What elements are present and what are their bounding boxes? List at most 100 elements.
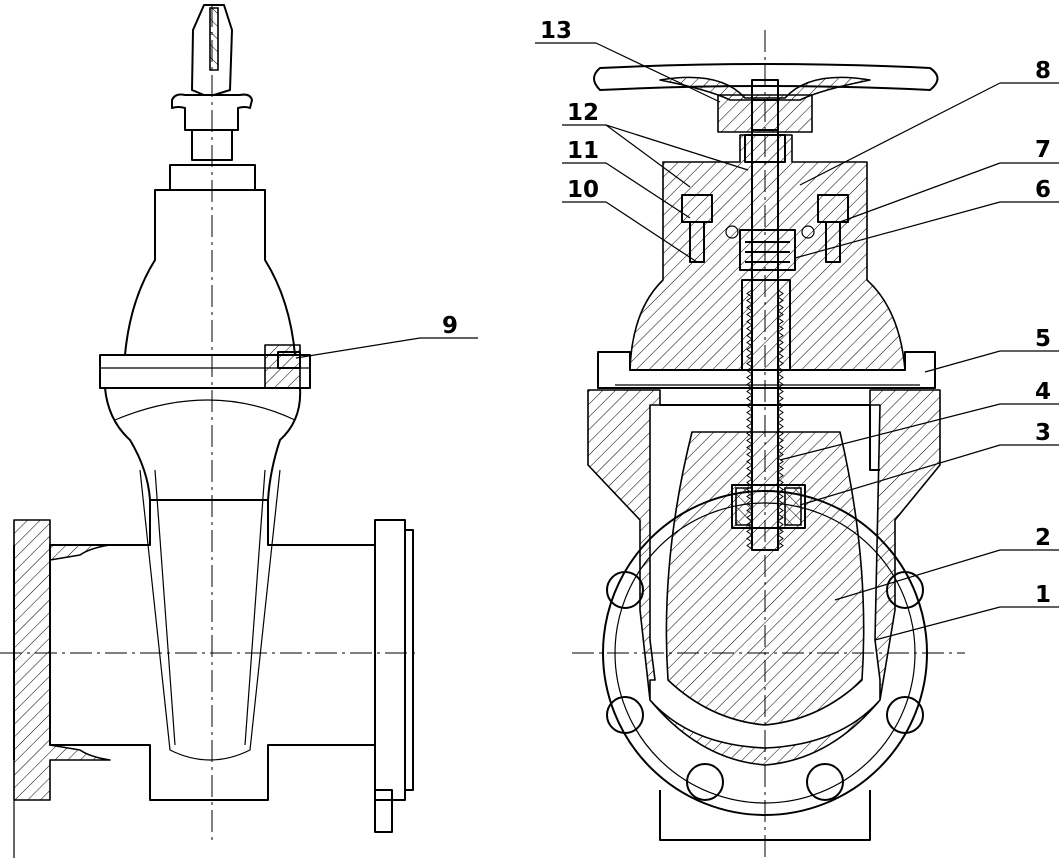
stem-thread	[746, 338, 753, 347]
stem-thread	[777, 331, 784, 340]
stem-thread	[777, 534, 784, 543]
stem-thread	[746, 324, 753, 333]
stem-thread	[777, 485, 784, 494]
stem-thread	[777, 317, 784, 326]
stem-thread	[777, 499, 784, 508]
stem-thread	[746, 394, 753, 403]
stem-thread	[777, 450, 784, 459]
callout-3: 3	[1035, 420, 1051, 446]
stem-thread	[746, 345, 753, 354]
callout-6: 6	[1035, 177, 1051, 203]
stem-thread	[777, 408, 784, 417]
stem-thread	[777, 443, 784, 452]
stem-thread	[746, 317, 753, 326]
stem-thread	[777, 429, 784, 438]
stem-thread	[746, 401, 753, 410]
stem-thread	[746, 541, 753, 550]
stem-thread	[746, 464, 753, 473]
stem-thread	[746, 387, 753, 396]
callout-12: 12	[567, 100, 599, 126]
callout-1: 1	[1035, 582, 1051, 608]
bolt-hole	[606, 571, 644, 609]
stem-thread	[777, 478, 784, 487]
stem-thread	[777, 359, 784, 368]
stem-thread	[746, 499, 753, 508]
stem-thread	[746, 310, 753, 319]
stem-thread	[777, 296, 784, 305]
stem-thread	[777, 541, 784, 550]
stem	[751, 99, 779, 551]
stem-thread	[777, 324, 784, 333]
bolt-hole	[886, 696, 924, 734]
stem-thread	[777, 506, 784, 515]
stem-thread	[746, 422, 753, 431]
stem-thread	[746, 443, 753, 452]
stem-thread	[777, 338, 784, 347]
stem-thread	[777, 310, 784, 319]
stem-thread	[746, 296, 753, 305]
stem-thread	[746, 303, 753, 312]
stem-thread	[777, 422, 784, 431]
stem-thread	[746, 289, 753, 298]
stem-thread	[746, 359, 753, 368]
stem-thread	[746, 478, 753, 487]
stem-thread	[777, 289, 784, 298]
stem-thread	[746, 471, 753, 480]
wedge	[665, 431, 865, 726]
stem-thread	[746, 436, 753, 445]
callout-7: 7	[1035, 137, 1051, 163]
stem-thread	[777, 464, 784, 473]
stem-thread	[777, 373, 784, 382]
stem-thread	[777, 352, 784, 361]
bolt-hole	[686, 763, 724, 801]
stem-thread	[777, 401, 784, 410]
stem-thread	[746, 331, 753, 340]
callout-9: 9	[442, 313, 458, 339]
stem-thread	[746, 429, 753, 438]
stem-thread	[746, 520, 753, 529]
callout-8: 8	[1035, 58, 1051, 84]
stem-thread	[746, 450, 753, 459]
stem-thread	[777, 520, 784, 529]
stem-thread	[777, 513, 784, 522]
stem-thread	[746, 415, 753, 424]
stem-thread	[777, 366, 784, 375]
stem-thread	[746, 534, 753, 543]
bolt-hole	[606, 696, 644, 734]
stem-thread	[777, 303, 784, 312]
callout-4: 4	[1035, 379, 1051, 405]
section-view	[572, 30, 965, 858]
stem-thread	[746, 408, 753, 417]
callout-5: 5	[1035, 326, 1051, 352]
callout-2: 2	[1035, 525, 1051, 551]
handwheel	[593, 63, 939, 91]
stem-thread	[746, 492, 753, 501]
stem-thread	[777, 415, 784, 424]
stem-thread	[777, 387, 784, 396]
stem-thread	[746, 527, 753, 536]
stem-thread	[777, 345, 784, 354]
stem-thread	[746, 373, 753, 382]
stem-thread	[777, 436, 784, 445]
stem-thread	[746, 485, 753, 494]
callout-10: 10	[567, 177, 599, 203]
callouts: 13 12 11 10 8 7 6 5 4 3	[295, 18, 1059, 641]
stem-thread	[777, 471, 784, 480]
stem-thread	[746, 457, 753, 466]
bolt-hole	[806, 763, 844, 801]
stem-thread	[746, 380, 753, 389]
stem-thread	[777, 457, 784, 466]
stem-thread	[777, 394, 784, 403]
stem-thread	[777, 492, 784, 501]
side-view	[0, 4, 418, 858]
stem-thread	[746, 513, 753, 522]
stem-thread	[777, 380, 784, 389]
callout-13: 13	[540, 18, 572, 44]
stem-thread	[746, 366, 753, 375]
callout-11: 11	[567, 138, 599, 164]
stem-thread	[746, 352, 753, 361]
stem-thread	[777, 527, 784, 536]
stem-thread	[746, 506, 753, 515]
